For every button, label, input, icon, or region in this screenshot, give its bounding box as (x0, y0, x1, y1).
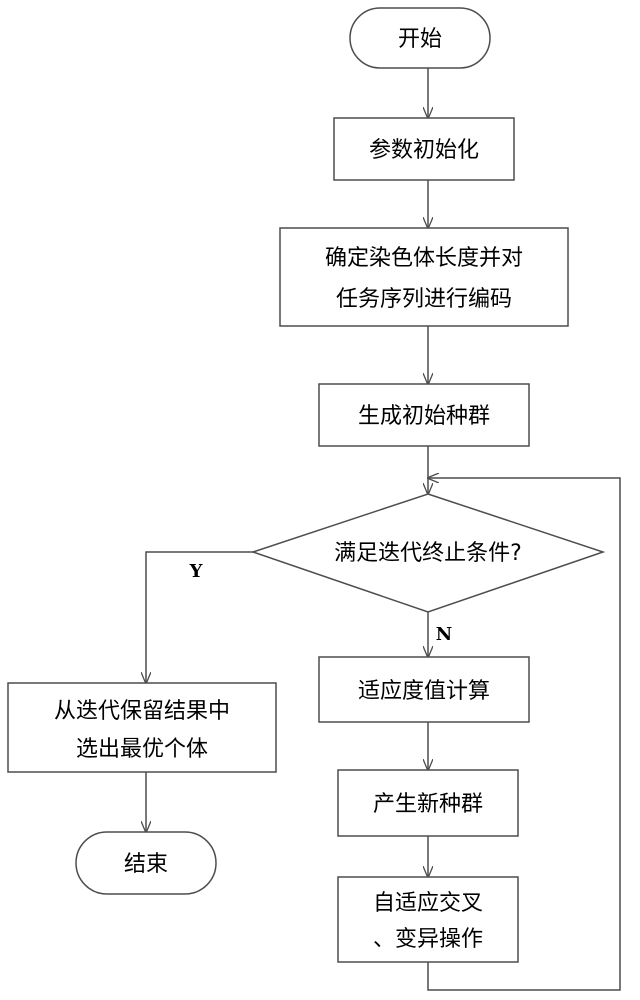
start-terminal: 开始 (349, 7, 491, 69)
select-label-line1: 从迭代保留结果中 (54, 699, 230, 724)
encode-label-line2: 任务序列进行编码 (336, 287, 512, 312)
init-params-box: 参数初始化 (333, 117, 515, 181)
adaptive-label-line2: 、变异操作 (373, 927, 483, 952)
new-population-label: 产生新种群 (373, 792, 483, 817)
select-best-box: 从迭代保留结果中 选出最优个体 (7, 682, 277, 773)
init-population-label: 生成初始种群 (358, 404, 490, 429)
yes-label: Y (189, 561, 204, 582)
decision-diamond: 满足迭代终止条件? (250, 493, 606, 613)
loop-back-line (428, 478, 621, 991)
no-label: N (436, 624, 452, 645)
init-params-label: 参数初始化 (369, 138, 479, 163)
end-terminal: 结束 (75, 831, 217, 895)
connectors (146, 68, 621, 991)
end-label: 结束 (124, 852, 168, 877)
adaptive-box: 自适应交叉 、变异操作 (337, 876, 519, 963)
encode-label-line1: 确定染色体长度并对 (325, 246, 523, 271)
fitness-label: 适应度值计算 (358, 679, 490, 704)
new-population-box: 产生新种群 (337, 769, 519, 837)
arrow-decision-yes (146, 551, 253, 683)
decision-label: 满足迭代终止条件? (334, 541, 522, 566)
init-population-box: 生成初始种群 (318, 383, 530, 447)
fitness-box: 适应度值计算 (318, 656, 530, 723)
select-label-line2: 选出最优个体 (76, 737, 208, 762)
adaptive-label-line1: 自适应交叉 (373, 891, 483, 916)
start-label: 开始 (398, 27, 442, 52)
encode-box: 确定染色体长度并对 任务序列进行编码 (279, 227, 569, 327)
